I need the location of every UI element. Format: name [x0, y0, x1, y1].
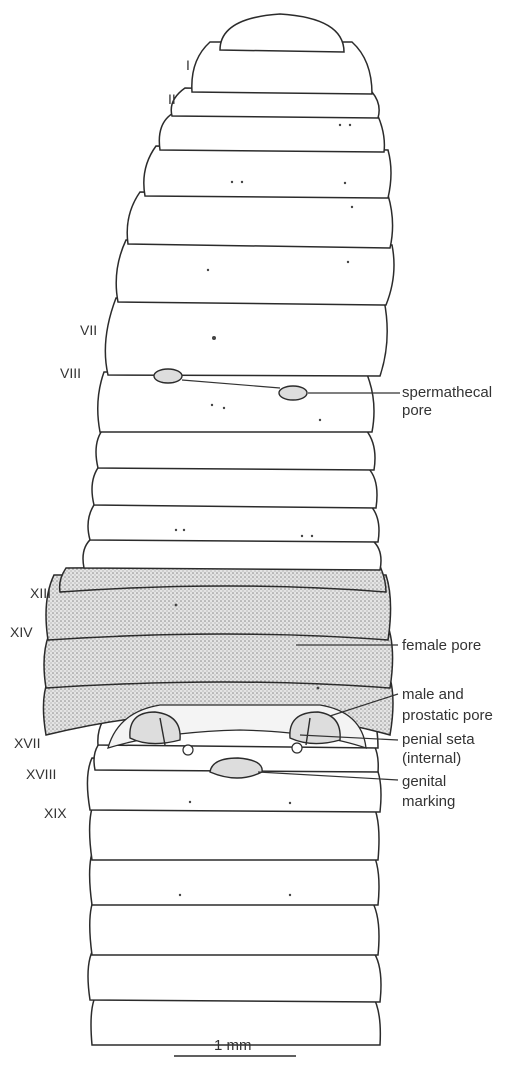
annotation-genital-line1: genital: [402, 773, 446, 790]
seta-dot: [351, 206, 353, 208]
body-segments: [43, 14, 394, 1045]
left-spermathecal-pore: [154, 369, 182, 383]
seta-dot: [189, 801, 191, 803]
segment-label-13: XIII: [30, 585, 51, 601]
segment-12: [83, 538, 381, 570]
annotation-spermathecal-line2: pore: [402, 402, 432, 419]
segment-10: [92, 465, 377, 508]
prostomium: [220, 14, 344, 52]
seta-dot: [212, 336, 216, 340]
segment-8: [98, 372, 374, 432]
segment-4: [144, 146, 391, 198]
seta-dot: [349, 124, 351, 126]
scale-bar-label: 1 mm: [214, 1037, 252, 1054]
seta-dot: [301, 535, 303, 537]
segment-label-8: VIII: [60, 365, 81, 381]
segment-label-17: XVII: [14, 735, 40, 751]
annotation-female-pore: female pore: [402, 637, 481, 654]
seta-dot: [223, 407, 225, 409]
segment-label-1: I: [186, 57, 190, 73]
seta-dot: [183, 529, 185, 531]
seta-dot: [319, 419, 321, 421]
right-spermathecal-pore: [279, 386, 307, 400]
seta-dot: [344, 182, 346, 184]
seta-dot: [289, 894, 291, 896]
segment-label-7: VII: [80, 322, 97, 338]
seta-dot: [179, 894, 181, 896]
seta-dot: [311, 535, 313, 537]
left-small-marking: [183, 745, 193, 755]
seta-dot: [347, 261, 349, 263]
seta-dot: [231, 181, 233, 183]
genital-marking-shape: [210, 758, 262, 778]
segment-7: [105, 298, 387, 376]
segment-6: [116, 240, 394, 305]
annotation-male-line2: prostatic pore: [402, 707, 493, 724]
annotations: spermathecal pore female pore male and p…: [402, 384, 493, 810]
segment-label-2: II: [168, 91, 176, 107]
annotation-seta-line2: (internal): [402, 750, 461, 767]
seta-dot: [175, 529, 177, 531]
annotation-seta-line1: penial seta: [402, 731, 475, 748]
segment-5: [127, 192, 392, 248]
right-small-marking: [292, 743, 302, 753]
segment-label-14: XIV: [10, 624, 33, 640]
seta-dot: [317, 687, 320, 690]
segment-label-19: XIX: [44, 805, 67, 821]
seta-dot: [289, 802, 291, 804]
segment-label-18: XVIII: [26, 766, 56, 782]
seta-dot: [241, 181, 243, 183]
annotation-genital-line2: marking: [402, 793, 455, 810]
segment-9: [96, 428, 375, 470]
seta-dot: [211, 404, 213, 406]
seta-dot: [207, 269, 209, 271]
annotation-male-line1: male and: [402, 686, 464, 703]
right-porophore: [290, 712, 340, 744]
seta-dot: [339, 124, 341, 126]
annotation-spermathecal-line1: spermathecal: [402, 384, 492, 401]
seta-dot: [175, 604, 178, 607]
